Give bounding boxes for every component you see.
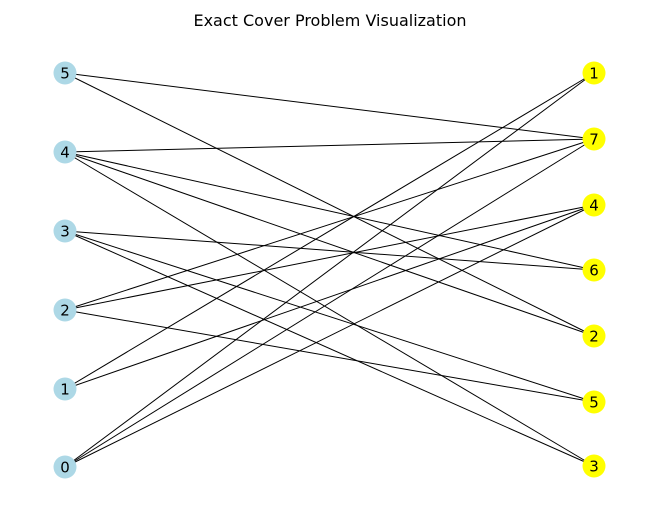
edge-4-to-3 xyxy=(64,151,595,467)
edge-5-to-7 xyxy=(64,72,595,140)
element-node-label-3: 3 xyxy=(589,457,599,475)
edge-4-to-7 xyxy=(64,138,595,153)
edge-4-to-6 xyxy=(64,151,595,271)
edge-0-to-4 xyxy=(64,204,595,468)
set-node-3 xyxy=(53,219,77,243)
set-node-2 xyxy=(53,298,77,322)
element-node-7 xyxy=(582,127,606,151)
set-node-1 xyxy=(53,377,77,401)
element-node-6 xyxy=(582,258,606,282)
set-node-4 xyxy=(53,140,77,164)
set-node-label-4: 4 xyxy=(60,143,70,161)
edge-1-to-1 xyxy=(64,72,595,390)
set-node-label-1: 1 xyxy=(60,380,70,398)
element-node-label-5: 5 xyxy=(589,393,599,411)
set-node-0 xyxy=(53,455,77,479)
edge-2-to-5 xyxy=(64,309,595,403)
set-node-label-5: 5 xyxy=(60,64,70,82)
set-node-label-2: 2 xyxy=(60,301,70,319)
element-node-label-2: 2 xyxy=(589,327,599,345)
edge-5-to-2 xyxy=(64,72,595,337)
edge-3-to-6 xyxy=(64,230,595,271)
set-node-label-0: 0 xyxy=(60,458,70,476)
element-node-label-7: 7 xyxy=(589,130,599,148)
set-node-5 xyxy=(53,61,77,85)
element-node-label-4: 4 xyxy=(589,196,599,214)
element-node-4 xyxy=(582,193,606,217)
element-node-1 xyxy=(582,61,606,85)
element-node-3 xyxy=(582,454,606,478)
edge-2-to-7 xyxy=(64,138,595,311)
element-node-2 xyxy=(582,324,606,348)
edge-2-to-4 xyxy=(64,204,595,311)
edge-3-to-3 xyxy=(64,230,595,467)
element-node-5 xyxy=(582,390,606,414)
figure-title: Exact Cover Problem Visualization xyxy=(193,11,467,30)
edge-0-to-1 xyxy=(64,72,595,468)
element-node-label-1: 1 xyxy=(589,64,599,82)
edge-3-to-5 xyxy=(64,230,595,403)
edge-1-to-4 xyxy=(64,204,595,390)
set-node-label-3: 3 xyxy=(60,222,70,240)
edge-4-to-2 xyxy=(64,151,595,337)
element-node-label-6: 6 xyxy=(589,261,599,279)
edge-0-to-7 xyxy=(64,138,595,468)
